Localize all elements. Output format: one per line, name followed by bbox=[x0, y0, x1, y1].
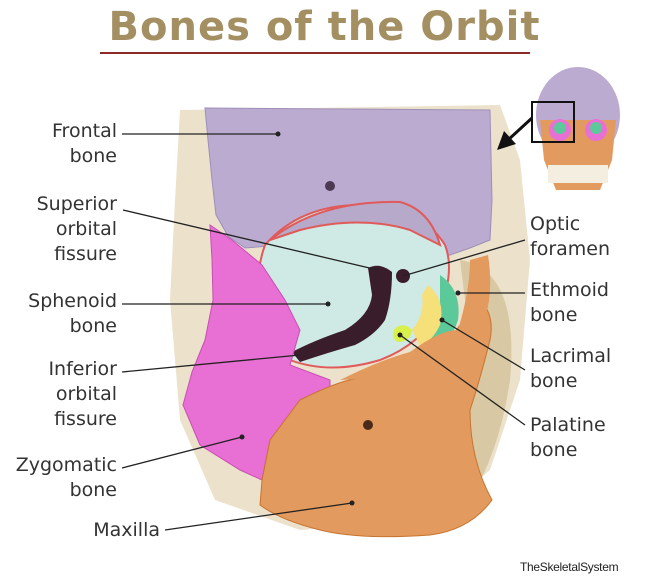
label-inferior-line3: fissure bbox=[18, 407, 117, 432]
label-zygomatic-line1: Zygomatic bbox=[2, 453, 117, 478]
label-superior-line2: orbital bbox=[18, 217, 117, 242]
label-lacrimal-line2: bone bbox=[530, 369, 640, 394]
label-ethmoid-line1: Ethmoid bbox=[530, 278, 640, 303]
label-sphenoid-line2: bone bbox=[14, 314, 117, 339]
label-lacrimal-bone: Lacrimal bone bbox=[530, 344, 640, 394]
label-frontal-bone: Frontal bone bbox=[22, 119, 117, 169]
label-frontal-line2: bone bbox=[22, 144, 117, 169]
label-palatine-line1: Palatine bbox=[530, 413, 640, 438]
label-superior-orbital-fissure: Superior orbital fissure bbox=[18, 192, 117, 267]
label-inferior-orbital-fissure: Inferior orbital fissure bbox=[18, 357, 117, 432]
label-sphenoid-line1: Sphenoid bbox=[14, 289, 117, 314]
label-lacrimal-line1: Lacrimal bbox=[530, 344, 640, 369]
label-inferior-line1: Inferior bbox=[18, 357, 117, 382]
label-sphenoid-bone: Sphenoid bone bbox=[14, 289, 117, 339]
label-ethmoid-line2: bone bbox=[530, 303, 640, 328]
label-optic-line2: foramen bbox=[530, 237, 640, 262]
label-maxilla: Maxilla bbox=[60, 518, 160, 543]
label-zygomatic-line2: bone bbox=[2, 478, 117, 503]
label-palatine-bone: Palatine bone bbox=[530, 413, 640, 463]
label-zygomatic-bone: Zygomatic bone bbox=[2, 453, 117, 503]
label-ethmoid-bone: Ethmoid bone bbox=[530, 278, 640, 328]
label-optic-line1: Optic bbox=[530, 212, 640, 237]
label-optic-foramen: Optic foramen bbox=[530, 212, 640, 262]
label-superior-line1: Superior bbox=[18, 192, 117, 217]
label-maxilla-line1: Maxilla bbox=[60, 518, 160, 543]
credit-watermark: TheSkeletalSystem bbox=[520, 560, 618, 574]
label-palatine-line2: bone bbox=[530, 438, 640, 463]
skull-inset bbox=[532, 67, 620, 190]
label-frontal-line1: Frontal bbox=[22, 119, 117, 144]
supraorbital-foramen bbox=[325, 181, 335, 191]
inset-arrow-line bbox=[508, 118, 532, 140]
label-superior-line3: fissure bbox=[18, 242, 117, 267]
label-inferior-line2: orbital bbox=[18, 382, 117, 407]
infraorbital-foramen bbox=[363, 420, 373, 430]
